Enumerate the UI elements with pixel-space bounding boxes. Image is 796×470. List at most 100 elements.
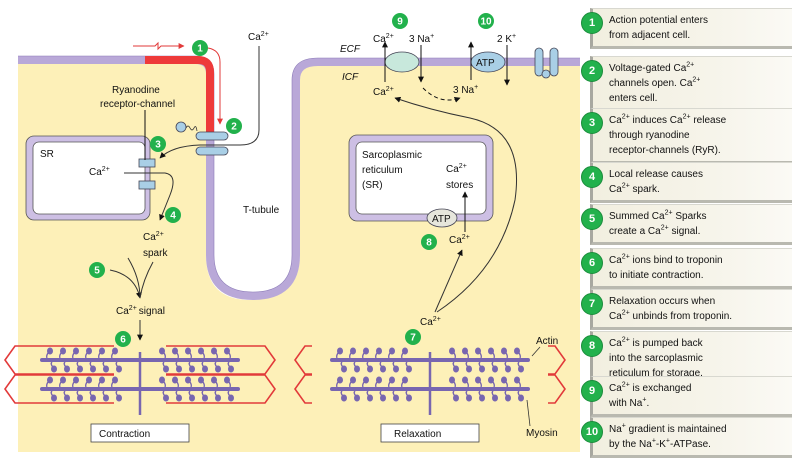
myosin-neck	[361, 381, 365, 388]
myosin-neck	[202, 381, 206, 388]
myosin-label: Myosin	[526, 428, 558, 439]
myosin-neck	[517, 361, 521, 368]
myosin-neck	[492, 352, 496, 359]
myosin-head	[389, 347, 395, 355]
step-badge-7	[405, 329, 421, 345]
myosin-neck	[478, 390, 482, 397]
myosin-neck	[517, 390, 521, 397]
myosin-head	[501, 376, 507, 384]
myosin-head	[211, 347, 217, 355]
actin-filament	[4, 345, 114, 375]
myosin-head	[475, 347, 481, 355]
step-badge: 1	[581, 12, 603, 34]
myosin-neck	[453, 352, 457, 359]
myosin-head	[514, 347, 520, 355]
serca-pump	[426, 208, 458, 228]
spark-label: spark	[143, 248, 168, 259]
step-badge-number: 10	[480, 17, 492, 28]
actin-pointer	[531, 346, 541, 357]
myosin-neck	[374, 381, 378, 388]
myosin-head	[172, 376, 178, 384]
myosin-neck	[63, 361, 67, 368]
myosin-neck	[452, 390, 456, 397]
myosin-neck	[58, 381, 62, 388]
ion-channel-ball	[541, 69, 551, 79]
stores-ca-label: Ca2+	[446, 163, 467, 175]
myosin-neck	[491, 390, 495, 397]
step-badge: 5	[581, 208, 603, 230]
myosin-neck	[102, 390, 106, 397]
ca-entry-label: Ca2+	[248, 31, 269, 43]
ncx-na-label: 3 Na+	[409, 33, 434, 45]
myosin-neck	[479, 381, 483, 388]
ecf-label: ECF	[340, 44, 361, 55]
myosin-head	[172, 347, 178, 355]
myosin-neck	[201, 361, 205, 368]
sarco-label-1: Sarcoplasmic	[362, 150, 422, 161]
actin-filament	[294, 345, 312, 375]
signal-label: Ca2+signal	[116, 305, 165, 317]
myosin-head	[99, 347, 105, 355]
ca-release-arrow	[124, 172, 174, 221]
myosin-head	[376, 376, 382, 384]
myosin-neck	[379, 390, 383, 397]
t-tubule-label: T-tubule	[243, 205, 280, 216]
ncx-ca-out-label: Ca2+	[373, 33, 394, 45]
myosin-head	[449, 347, 455, 355]
myosin-neck	[97, 352, 101, 359]
myosin-head	[514, 376, 520, 384]
myosin-neck	[115, 361, 119, 368]
myosin-head	[488, 376, 494, 384]
myosin-neck	[201, 390, 205, 397]
myosin-head	[488, 347, 494, 355]
myosin-head	[211, 376, 217, 384]
myosin-head	[198, 347, 204, 355]
myosin-neck	[400, 381, 404, 388]
l-type-channel-upper	[195, 131, 229, 141]
myosin-neck	[84, 381, 88, 388]
l-type-channel-lower	[195, 146, 229, 156]
myosin-neck	[45, 352, 49, 359]
myosin-neck	[76, 361, 80, 368]
actin-filament	[166, 345, 276, 375]
myosin-neck	[189, 352, 193, 359]
sarcomere-contraction	[4, 345, 276, 415]
ap-down-arrow	[207, 47, 223, 125]
stores-label: stores	[446, 180, 473, 191]
myosin-head	[350, 347, 356, 355]
step-text: Voltage-gated Ca2+channels open. Ca2+ent…	[609, 61, 701, 104]
step-badge-number: 6	[120, 335, 126, 346]
relax-ca-label: Ca2+	[420, 316, 441, 328]
pump-k-label: 2 K+	[497, 33, 516, 45]
myosin-neck	[504, 390, 508, 397]
myosin-neck	[176, 381, 180, 388]
sr-ca-label: Ca2+	[89, 166, 110, 178]
ncx-ca-in-label: Ca2+	[373, 86, 394, 98]
actin-label: Actin	[536, 336, 558, 347]
myosin-neck	[479, 352, 483, 359]
myosin-neck	[163, 381, 167, 388]
action-potential-arrow	[133, 41, 185, 51]
step-badge-2	[226, 118, 242, 134]
sr-left-inner	[32, 141, 146, 215]
myosin-head	[60, 347, 66, 355]
myosin-head	[60, 376, 66, 384]
summation-arrow-b	[127, 257, 141, 299]
myosin-neck	[518, 352, 522, 359]
spark-ca-label: Ca2+	[143, 231, 164, 243]
myosin-neck	[163, 352, 167, 359]
myosin-head	[99, 376, 105, 384]
myosin-neck	[452, 361, 456, 368]
myosin-neck	[466, 352, 470, 359]
myosin-neck	[340, 361, 344, 368]
myosin-neck	[214, 390, 218, 397]
myosin-neck	[188, 390, 192, 397]
myosin-neck	[405, 390, 409, 397]
myosin-neck	[214, 361, 218, 368]
step-badge-number: 4	[170, 211, 176, 222]
summation-arrow-c	[139, 261, 154, 299]
